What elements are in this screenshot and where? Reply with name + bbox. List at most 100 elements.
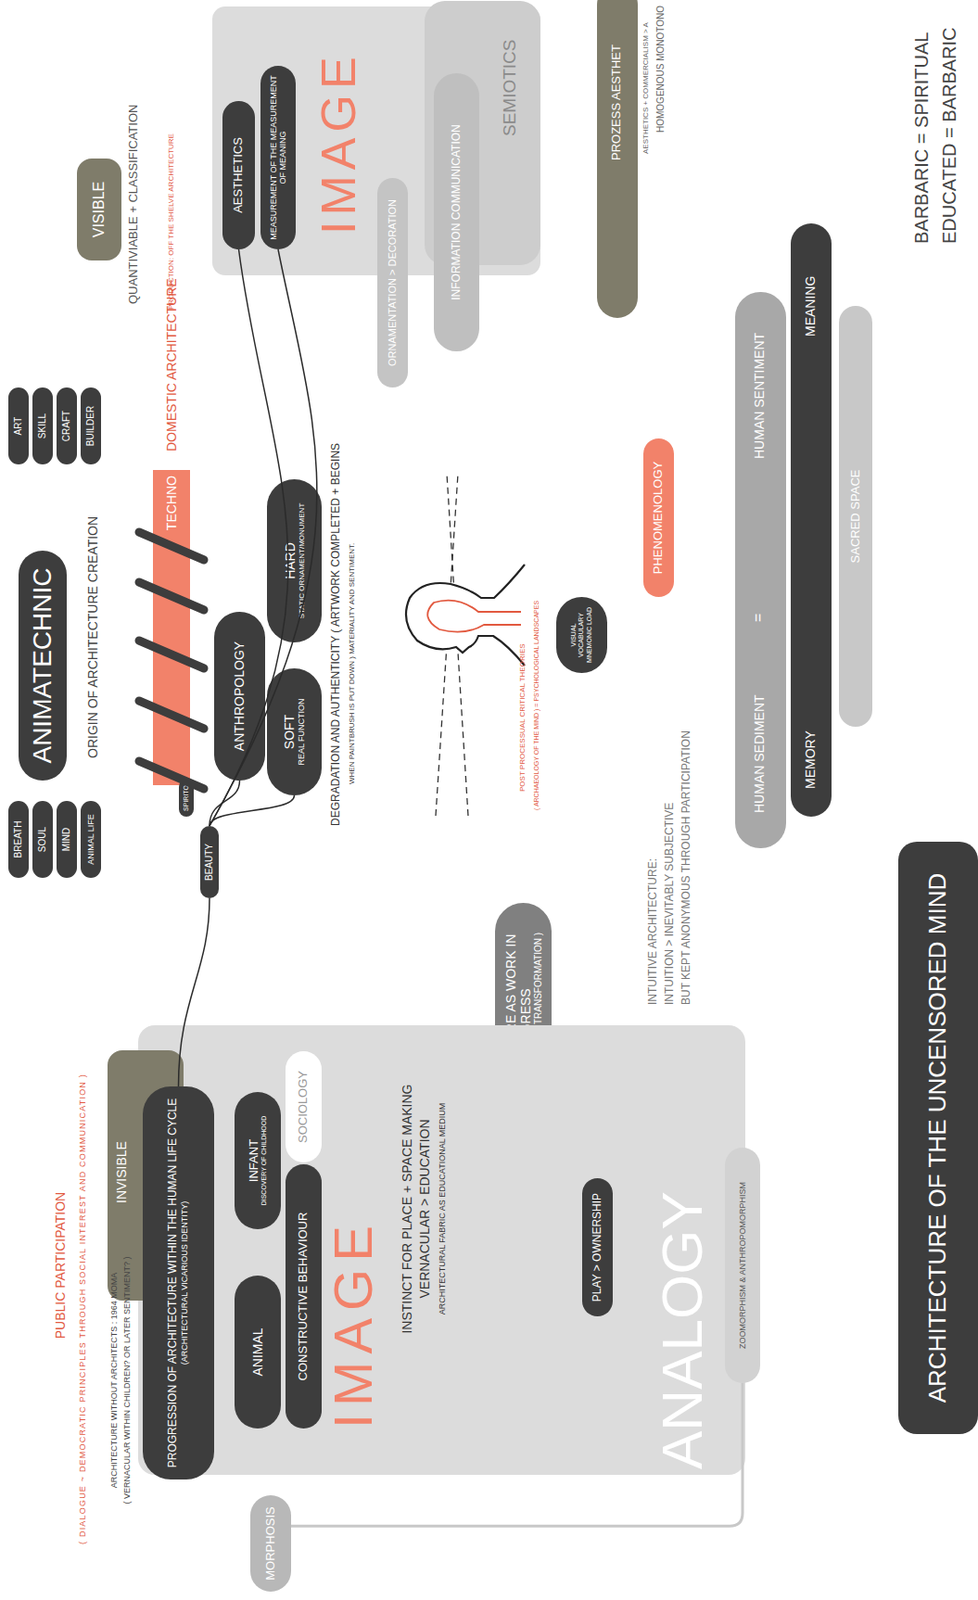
annotation-label: VERNACULAR > EDUCATION: [418, 1060, 432, 1358]
semiotics-box: SEMIOTICSINFORMATION COMMUNICATION: [424, 0, 541, 266]
node-text: MIND: [61, 827, 73, 852]
grey-pill: ORNAMENTATION > DECORATION: [377, 177, 408, 388]
annotation-label: ORIGIN OF ARCHITECTURE CREATION: [86, 572, 101, 759]
node-text: STATIC ORNAMENT/MONUMENT: [297, 503, 306, 620]
connector: [209, 795, 295, 826]
node-text: PROZESS AESTHET: [609, 44, 623, 161]
node-text: MORPHOSIS: [264, 1506, 279, 1580]
annotation-label: AESTHETICS + COMMERCIALISM > A: [642, 22, 651, 154]
annotation-label: INTUITION > INEVITABLY SUBJECTIVE: [663, 802, 676, 1005]
annotation-label: EDUCATED = BARBARIC: [939, 26, 960, 244]
node-text: ARCHITECTURE OF THE UNCENSORED MIND: [924, 873, 953, 1404]
annotation-label: POST PROCESSUAL CRITICAL THEORIES: [519, 643, 528, 792]
connector: [209, 249, 318, 826]
node-text: SPIRITO: [182, 785, 191, 812]
node-text: SACRED SPACE: [849, 469, 864, 564]
node-text: SOFT: [281, 714, 297, 750]
node-text: SOCIOLOGY: [296, 1070, 311, 1144]
image-box: IMAGE AESTHETICS MEASUREMENT OF THE MEASUR…: [212, 6, 541, 276]
grey-pill: SACRED SPACE: [838, 305, 873, 727]
annotation-label: DEGRADATION AND AUTHENTICITY ( ARTWORK C…: [330, 443, 343, 826]
node-text: ORNAMENTATION > DECORATION: [386, 199, 399, 367]
brain-stem: [427, 600, 521, 633]
node-text: ANIMATECHNIC: [27, 567, 58, 763]
small-pill: BEAUTY: [200, 825, 219, 899]
grey-pill: HUMAN SEDIMENT = HUMAN SENTIMENT: [735, 292, 787, 849]
node-text: AESTHETICS: [231, 137, 246, 214]
node-text: INFORMATION COMMUNICATION: [450, 124, 464, 301]
node-text: SOUL: [37, 826, 49, 852]
dark-pill: CONSTRUCTIVE BEHAVIOUR: [285, 1164, 322, 1429]
khaki-pill: VISIBLE: [76, 158, 122, 261]
node-text: IMAGE: [314, 50, 363, 235]
title-pill: ANIMATECHNIC: [18, 550, 67, 781]
node-text: VISIBLE: [90, 181, 108, 238]
dark-pill: PROGRESSION OF ARCHITECTURE WITHIN THE H…: [142, 1086, 215, 1480]
node-text: MEASUREMENT OF THE MEASUREMENT OF MEANIN…: [268, 73, 289, 242]
node-text: TECHNO: [164, 475, 179, 531]
head-outline: [406, 564, 525, 666]
dark-pill: HARDSTATIC ORNAMENT/MONUMENT: [266, 479, 322, 643]
annotation-label: ( VERNACULAR WITHIN CHILDREN? OR LATER S…: [123, 1253, 133, 1508]
dark-pill: INFANTDISCOVERY OF CHILDHOOD: [234, 1092, 281, 1230]
node-text: BEAUTY: [203, 843, 216, 881]
node-text: HARD: [282, 542, 298, 580]
annotation-label: ( ARCHAEOLOGY OF THE MIND ) = PSYCHOLOGI…: [533, 600, 541, 811]
node-text: PHENOMENOLOGY: [651, 461, 666, 574]
white-pill: SOCIOLOGY: [285, 1051, 322, 1163]
small-pill: MIND: [56, 800, 77, 878]
node-text: ANTHROPOLOGY: [231, 641, 247, 751]
node-text: SEMIOTICS: [500, 38, 519, 137]
node-text: =: [750, 613, 766, 623]
node-text: INVISIBLE: [114, 1141, 128, 1204]
node-text: BREATH: [12, 821, 25, 859]
title-pill: ARCHITECTURE OF THE UNCENSORED MIND: [898, 841, 978, 1435]
annotation-label: ARCHITECTURAL FABRIC AS EDUCATIONAL MEDI…: [438, 1060, 448, 1358]
connector: [209, 780, 241, 826]
annotation-label: ARCHITECTURE WITHOUT ARCHITECTS : 1964 M…: [110, 1253, 120, 1508]
dark-pill: ANIMAL: [234, 1275, 281, 1429]
node-text: ANIMAL: [250, 1327, 266, 1376]
small-pill: ANIMAL LIFE: [80, 800, 102, 878]
dark-pill: AESTHETICS: [222, 101, 255, 250]
small-pill: SPIRITO: [178, 779, 194, 817]
small-pill: SKILL: [32, 387, 53, 465]
techno-band: TECHNO: [152, 469, 191, 786]
khaki-pill: PROZESS AESTHET: [596, 0, 638, 318]
annotation-label: ( DIALOGUE ~ DEMOCRATIC PRINCIPLES THROU…: [78, 1021, 89, 1597]
node-text: IMAGE: [326, 1218, 381, 1429]
small-pill: BUILDER: [80, 387, 102, 465]
annotation-label: WHEN PAINTBRUSH IS PUT DOWN ) MATERIALIT…: [348, 543, 357, 785]
dark-pill: SOFTREAL FUNCTION: [266, 668, 322, 796]
annotation-label: PRODUCTION: OFF THE SHELVE ARCHITECTURE: [167, 133, 177, 310]
node-text: DISCOVERY OF CHILDHOOD: [260, 1116, 268, 1207]
node-text: REAL FUNCTION: [296, 698, 306, 765]
dark-pill: MEASUREMENT OF THE MEASUREMENT OF MEANIN…: [260, 65, 296, 250]
annotation-label: INSTINCT FOR PLACE + SPACE MAKING: [400, 1060, 415, 1358]
dark-pill: MEMORYMEANING: [790, 223, 832, 817]
orange-pill: PHENOMENOLOGY: [643, 438, 674, 597]
annotation-label: HOMOGENOUS MONOTONO: [655, 5, 666, 133]
node-text: SKILL: [37, 413, 49, 439]
node-text: ART: [12, 417, 25, 436]
node-text: VISUAL VOCABULARY MNEMONIC LOAD: [570, 604, 593, 666]
node-text: MEANING: [803, 276, 817, 337]
node-text: HUMAN SENTIMENT: [752, 332, 766, 459]
node-text: CRAFT: [61, 410, 73, 442]
node-text: ZOOMORPHISM & ANTHROPOMORPHISM: [737, 1181, 748, 1349]
node-text: BUILDER: [85, 406, 97, 446]
annotation-label: BUT KEPT ANONYMOUS THROUGH PARTICIPATION: [680, 730, 693, 1005]
node-text: HUMAN SEDIMENT: [752, 694, 766, 813]
grey-pill: ZOOMORPHISM & ANTHROPOMORPHISM: [724, 1147, 761, 1384]
small-pill: CRAFT: [56, 387, 77, 465]
grey-pill: MORPHOSIS: [250, 1495, 292, 1592]
dark-pill: VISUAL VOCABULARY MNEMONIC LOAD: [556, 596, 608, 674]
grey-pill: INFORMATION COMMUNICATION: [433, 73, 480, 352]
node-text: INFANT: [247, 1139, 262, 1182]
small-pill: BREATH: [8, 800, 29, 878]
node-text: (ARCHITECTURAL VICARIOUS IDENTITY): [179, 1201, 190, 1366]
annotation-label: PUBLIC PARTICIPATION: [53, 1163, 68, 1368]
node-text: CONSTRUCTIVE BEHAVIOUR: [296, 1212, 311, 1382]
annotation-label: BARBARIC = SPIRITUAL: [911, 32, 932, 244]
